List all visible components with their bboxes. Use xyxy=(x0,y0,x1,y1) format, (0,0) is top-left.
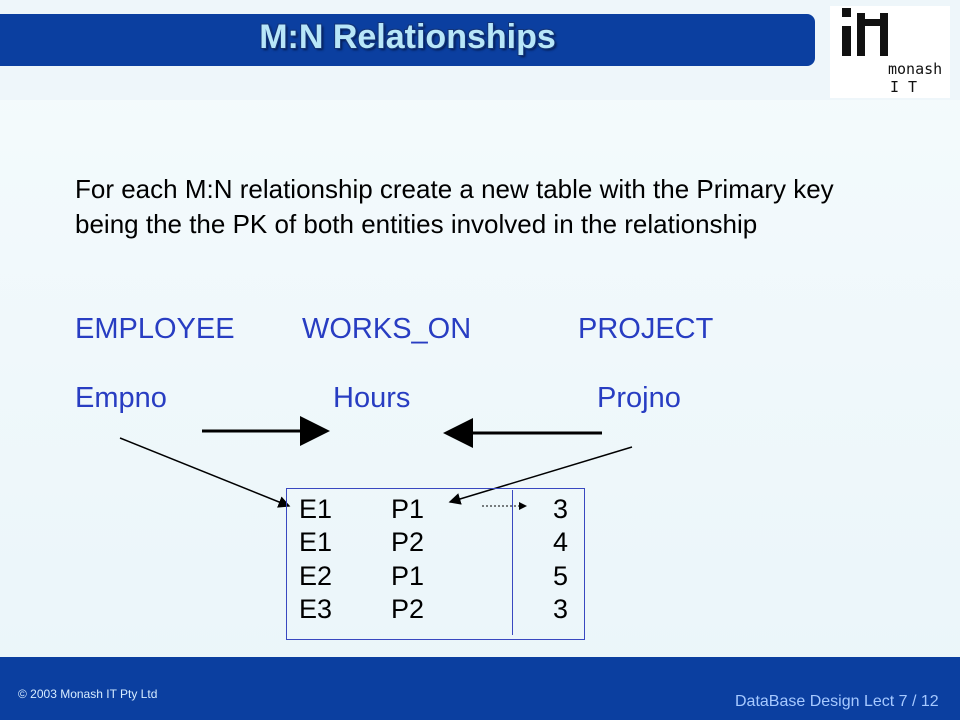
monash-it-logo: monash IT xyxy=(830,6,950,98)
table-cell-empno: E3 xyxy=(299,594,333,624)
table-cell-hours: 3 xyxy=(553,594,569,624)
page-title: M:N Relationships xyxy=(259,18,556,56)
entity-employee: EMPLOYEE xyxy=(75,313,235,345)
slide-reference: DataBase Design Lect 7 / 12 xyxy=(735,693,939,710)
table-cell-projno: P2 xyxy=(391,527,425,557)
logo-mark-icon xyxy=(842,8,888,56)
copyright-text: © 2003 Monash IT Pty Ltd xyxy=(18,687,158,701)
table-cell-hours: 4 xyxy=(553,527,569,557)
empno-to-table-arrow-icon xyxy=(119,437,291,508)
footer-bar xyxy=(0,657,960,720)
table-cell-hours: 5 xyxy=(553,561,569,591)
entity-project: PROJECT xyxy=(578,313,714,345)
works-on-table xyxy=(286,488,585,640)
entity-works-on: WORKS_ON xyxy=(302,313,472,345)
table-cell-projno: P1 xyxy=(391,494,425,524)
title-bar xyxy=(0,14,815,66)
logo-text-monash: monash xyxy=(888,60,943,78)
table-cell-projno: P2 xyxy=(391,594,425,624)
attribute-projno: Projno xyxy=(597,382,681,414)
table-cell-empno: E1 xyxy=(299,494,333,524)
attribute-hours: Hours xyxy=(333,382,411,414)
attribute-empno: Empno xyxy=(75,382,167,414)
intro-paragraph: For each M:N relationship create a new t… xyxy=(75,174,834,239)
table-cell-empno: E1 xyxy=(299,527,333,557)
table-cell-empno: E2 xyxy=(299,561,333,591)
table-divider xyxy=(512,490,513,635)
table-cell-hours: 3 xyxy=(553,494,569,524)
table-cell-projno: P1 xyxy=(391,561,425,591)
logo-text-it: IT xyxy=(890,78,927,96)
